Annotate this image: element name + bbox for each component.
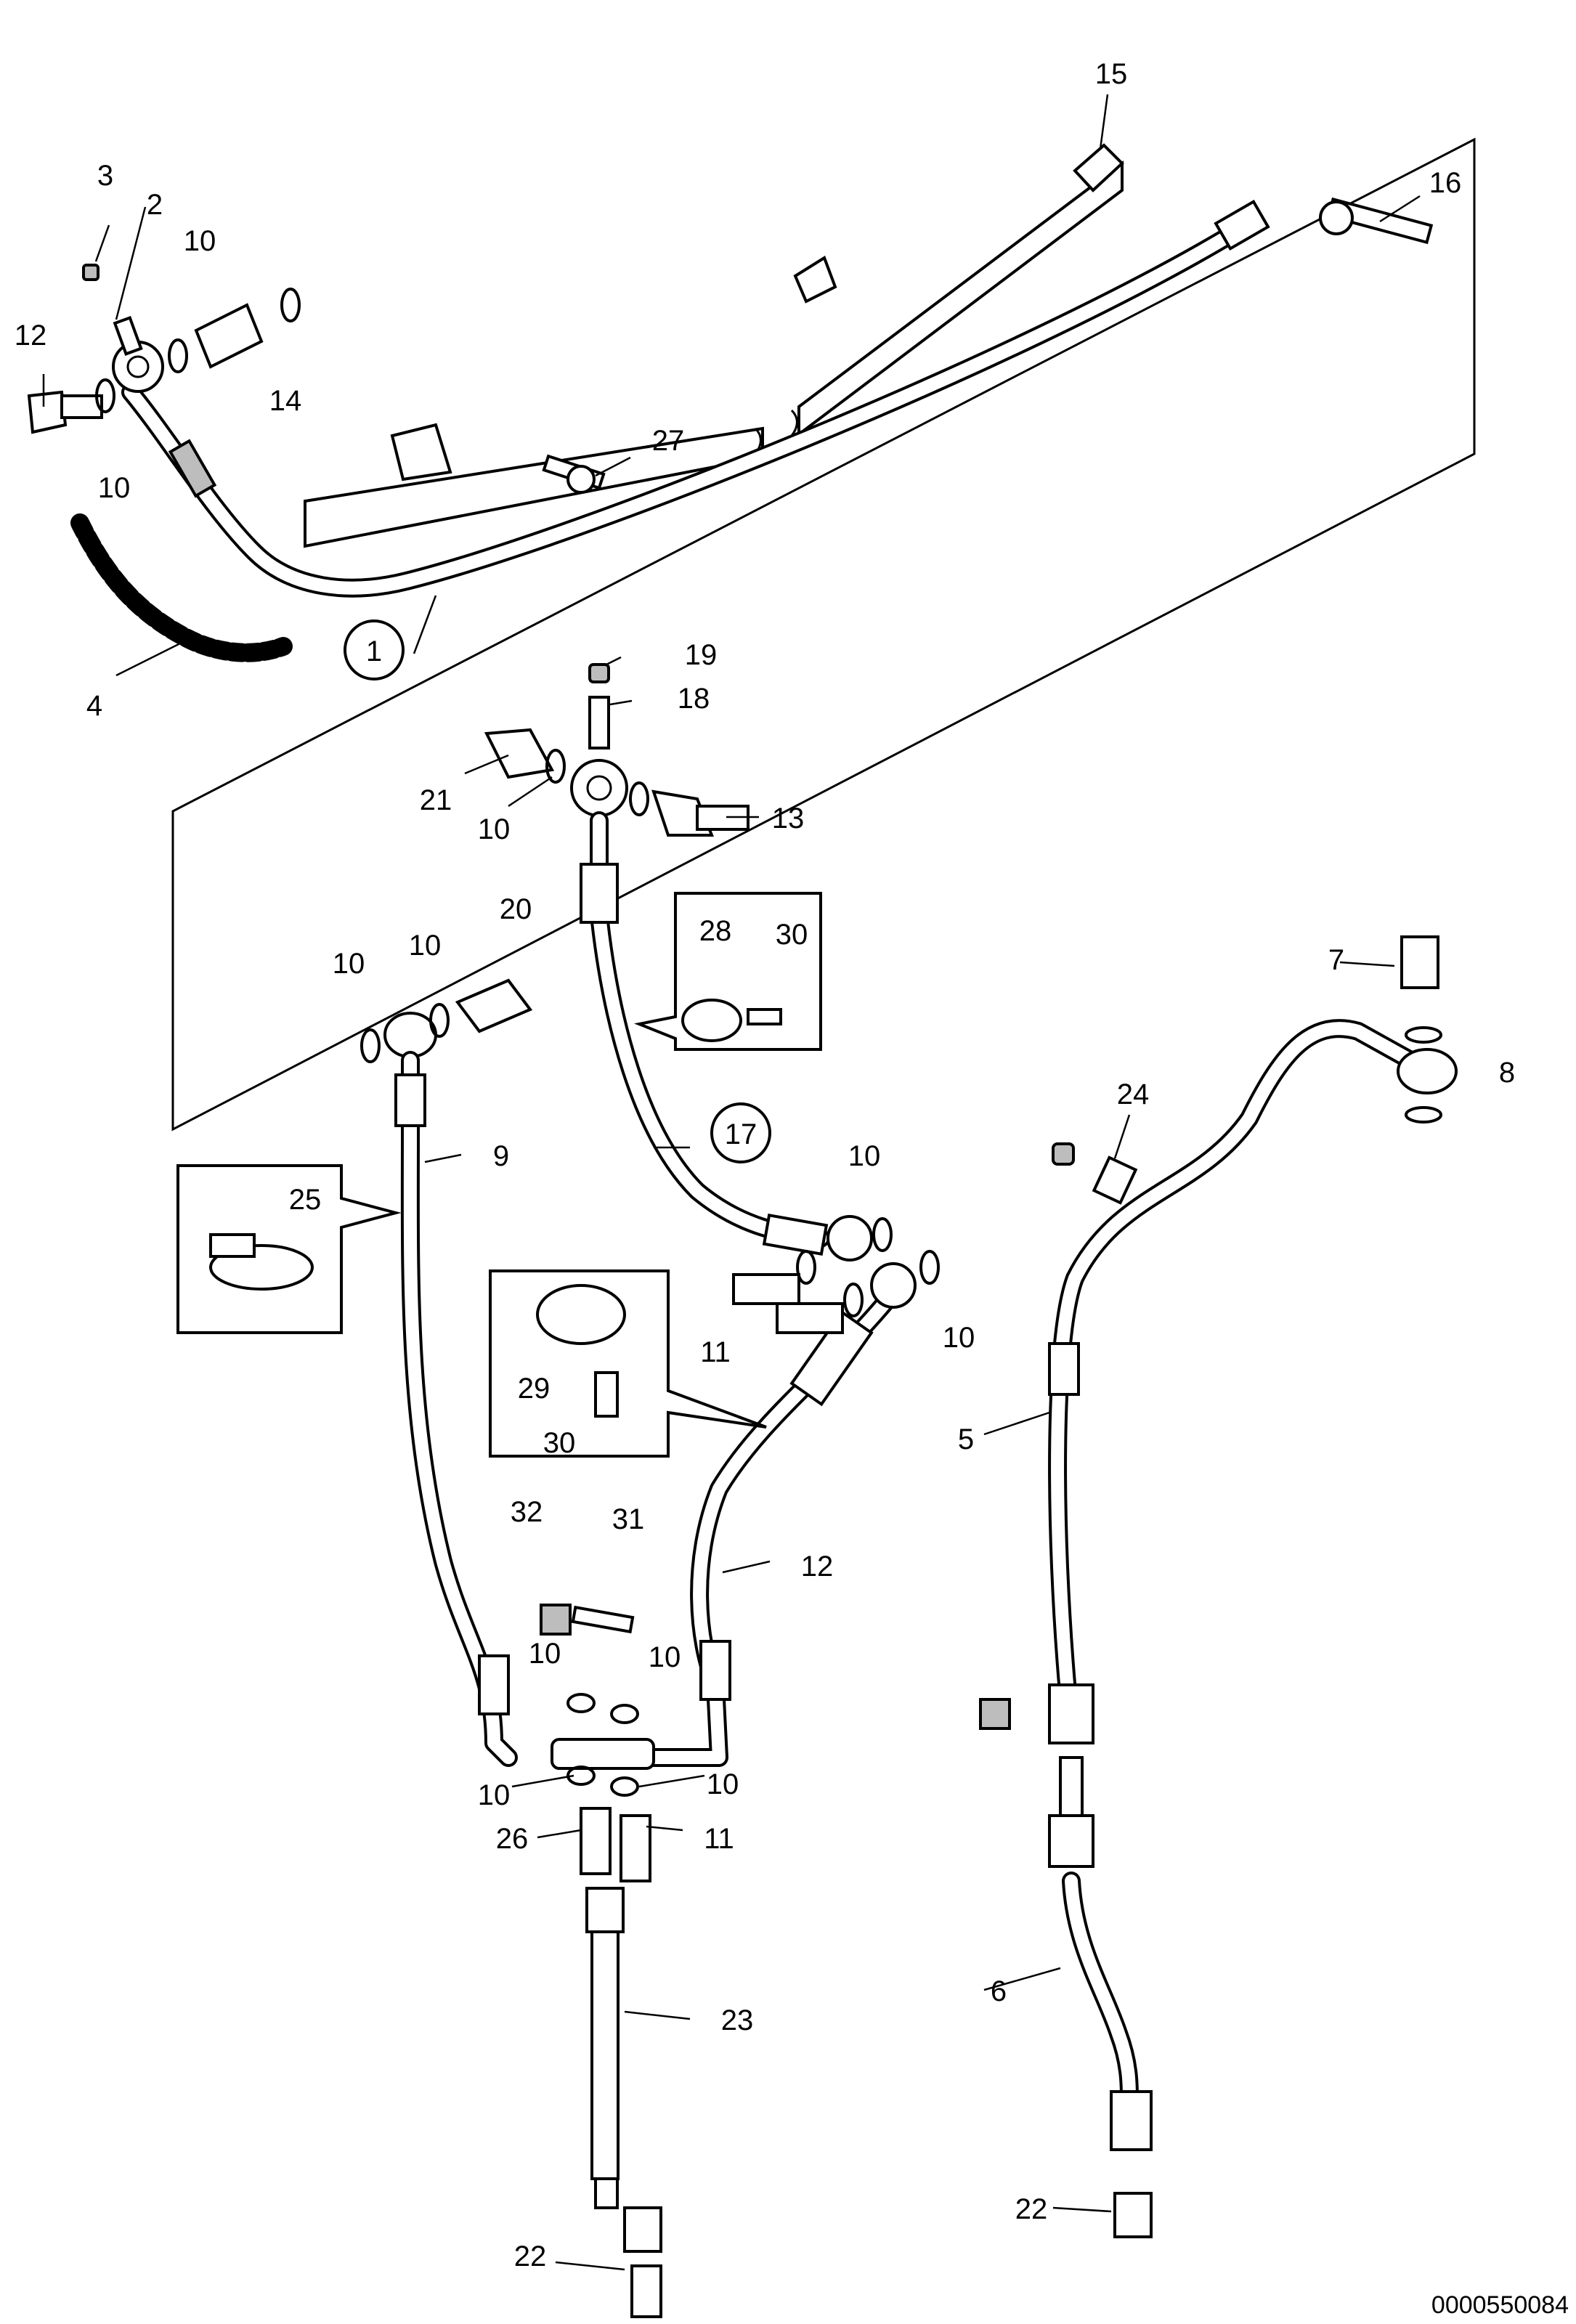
callout-5: 5	[958, 1423, 974, 1455]
hose-23	[585, 1887, 662, 2318]
callout-10-g: 10	[943, 1322, 975, 1354]
bolt-16	[1319, 197, 1434, 245]
lower-cross-fitting	[540, 1604, 655, 1882]
detail-box-29-30	[489, 1269, 767, 1458]
hose-12	[644, 1283, 903, 1767]
leader-lines	[115, 94, 1421, 2271]
callout-16: 16	[1429, 167, 1462, 199]
spiral-wrap	[70, 513, 293, 662]
callout-11-b: 11	[704, 1823, 734, 1855]
callout-8: 8	[1499, 1057, 1515, 1089]
callout-9: 9	[493, 1140, 509, 1172]
callout-13: 13	[772, 803, 805, 834]
detail-box-28-30	[634, 892, 822, 1051]
callout-30-a: 30	[776, 919, 808, 951]
callout-18: 18	[678, 683, 710, 715]
top-assembly-frame	[171, 137, 1476, 1131]
callout-10-k: 10	[707, 1768, 739, 1800]
callout-25: 25	[289, 1184, 322, 1216]
callout-31: 31	[612, 1503, 645, 1535]
callout-20: 20	[500, 893, 532, 925]
callout-23: 23	[721, 2004, 754, 2036]
callout-10-c: 10	[478, 813, 511, 845]
callout-10-d: 10	[333, 948, 365, 980]
callout-10-b: 10	[98, 472, 131, 504]
callout-30-b: 30	[543, 1427, 576, 1459]
top-left-tee-fitting	[27, 206, 301, 434]
callout-10-a: 10	[184, 225, 216, 257]
callout-22-a: 22	[514, 2240, 547, 2272]
center-tee-fitting	[484, 663, 750, 837]
callout-22-b: 22	[1015, 2193, 1048, 2225]
callout-17: 17	[725, 1118, 757, 1150]
callout-27: 27	[652, 425, 685, 457]
main-upper-hose	[121, 199, 1270, 598]
hose-9	[360, 978, 533, 1767]
callout-2: 2	[147, 189, 163, 221]
callout-26: 26	[496, 1823, 529, 1855]
callout-21: 21	[420, 784, 452, 816]
callout-10-f: 10	[848, 1140, 881, 1172]
callout-7: 7	[1328, 944, 1344, 976]
callout-6: 6	[991, 1975, 1007, 2007]
callout-labels: 15 16 3 2 10 12 14 10 27 1 4 19 18 21 10…	[15, 58, 1515, 2272]
mounting-rail	[304, 143, 1124, 548]
callout-17-circle	[710, 1102, 771, 1163]
callout-10-j: 10	[478, 1779, 511, 1811]
callout-3: 3	[97, 160, 113, 192]
callout-10-i: 10	[649, 1641, 681, 1673]
callout-15: 15	[1095, 58, 1128, 90]
hose-6	[1048, 1814, 1153, 2238]
detail-box-25	[176, 1164, 402, 1334]
diagram-id: 0000550084	[1431, 2291, 1569, 2319]
callout-32: 32	[511, 1496, 543, 1528]
callout-10-h: 10	[529, 1638, 561, 1670]
banjo-fittings-mid	[732, 1215, 940, 1334]
hose-5	[979, 935, 1458, 1817]
callout-1-circle	[344, 619, 405, 680]
bolt-27	[542, 454, 606, 494]
callout-12-b: 12	[801, 1551, 834, 1582]
callout-1: 1	[366, 635, 382, 667]
callout-28: 28	[699, 915, 732, 947]
callout-24: 24	[1117, 1078, 1150, 1110]
callout-12-a: 12	[15, 320, 47, 352]
callout-19: 19	[685, 639, 718, 671]
callout-10-e: 10	[409, 930, 442, 962]
callout-14: 14	[269, 385, 302, 417]
callout-11-a: 11	[700, 1336, 731, 1368]
hose-17	[580, 811, 830, 1256]
callout-29: 29	[518, 1373, 551, 1405]
callout-4: 4	[86, 690, 102, 722]
